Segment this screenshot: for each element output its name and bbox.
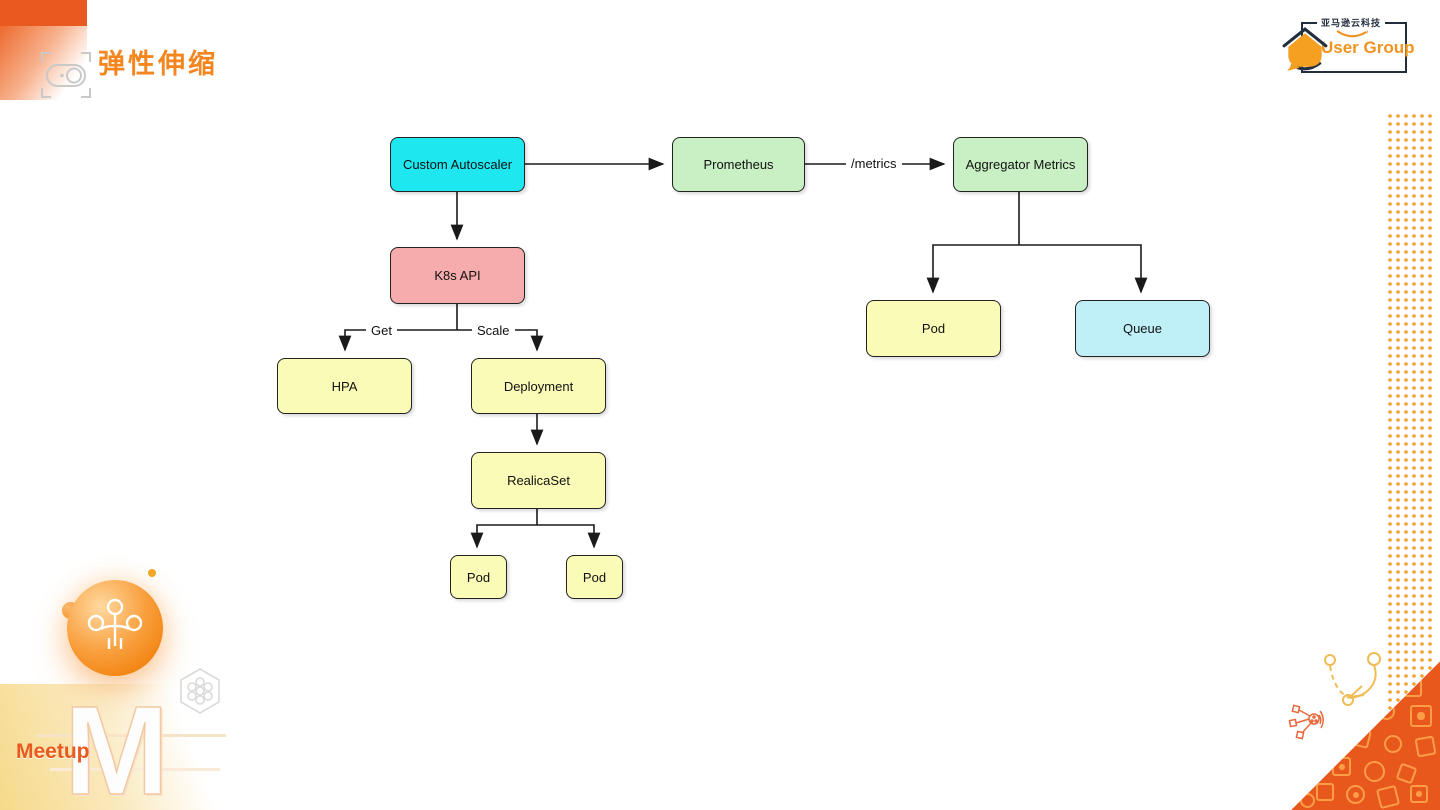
header-accent-fade: [0, 26, 87, 100]
decor-icon: [1414, 735, 1437, 758]
node-pod-right: Pod: [566, 555, 623, 599]
decor-icon: [1395, 762, 1418, 785]
bottom-left-gradient: [0, 684, 218, 810]
page-title: 弹性伸缩: [98, 49, 218, 79]
decor-icon: [1300, 793, 1315, 808]
logo-org-name: 亚马逊云科技: [1317, 16, 1386, 29]
decor-icon: [1384, 735, 1402, 753]
node-custom-autoscaler: Custom Autoscaler: [390, 137, 525, 192]
edge-label-metrics: /metrics: [846, 155, 902, 172]
hexagon-network-icon: [177, 666, 223, 721]
orange-glow-ball: [67, 580, 163, 676]
small-dot: [148, 569, 156, 577]
logo-user-group-label: User Group: [1321, 38, 1415, 57]
decor-icon: [1375, 784, 1401, 810]
user-group-logo: 亚马逊云科技 User Group: [1281, 12, 1415, 82]
decor-icon: [1364, 761, 1385, 782]
edge-label-get: Get: [366, 322, 397, 339]
header-accent-block: [0, 0, 87, 26]
decor-icon: [1316, 783, 1334, 801]
decor-icon: [1346, 785, 1365, 804]
decor-icon: [1350, 727, 1372, 749]
edge-label-scale: Scale: [472, 322, 515, 339]
node-realicaset: RealicaSet: [471, 452, 606, 509]
speed-line: [36, 734, 226, 737]
projector-icon: [40, 50, 92, 105]
node-k8s-api: K8s API: [390, 247, 525, 304]
node-hpa: HPA: [277, 358, 412, 414]
molecule-network-icon: [1288, 702, 1332, 749]
decor-icon: [1410, 785, 1428, 803]
node-queue: Queue: [1075, 300, 1210, 357]
node-pod-left: Pod: [450, 555, 507, 599]
node-deployment: Deployment: [471, 358, 606, 414]
node-prometheus: Prometheus: [672, 137, 805, 192]
share-curve-icon: [1318, 650, 1392, 719]
meetup-watermark-letter: M: [63, 680, 169, 810]
amazon-smile-icon: [1335, 28, 1371, 46]
node-aggregator-metrics: Aggregator Metrics: [953, 137, 1088, 192]
decor-icon: [1410, 705, 1432, 727]
node-pod-metrics: Pod: [866, 300, 1001, 357]
house-icon: [1281, 26, 1329, 79]
decor-icon: [1332, 757, 1351, 776]
meetup-label: Meetup: [16, 740, 90, 763]
speed-line: [50, 768, 220, 771]
